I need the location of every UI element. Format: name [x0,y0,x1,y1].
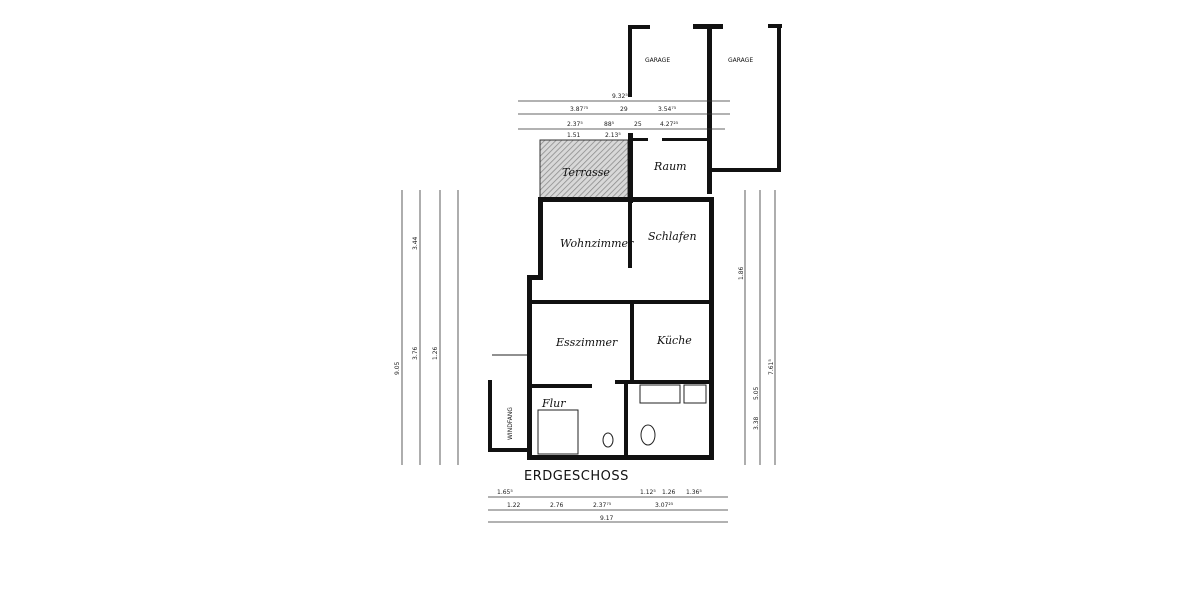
wohnzimmer-label: Wohnzimmer [560,237,634,250]
dimension-label: 2.13⁵ [605,132,621,139]
top-dimensions: 9.32⁵ 3.87⁷⁵ 29 3.54⁷⁵ 2.37⁵ 88⁵ 25 4.27… [518,93,730,139]
dimension-label: 1.51 [567,132,581,139]
house-walls [488,197,714,460]
schlafen-label: Schlafen [648,230,697,243]
dimension-label: 29 [620,106,628,113]
dimension-label: 3.54⁷⁵ [658,106,677,113]
dimension-label: 1.26 [662,489,676,496]
dimension-label: 25 [634,121,642,128]
dimension-label: 1.36⁵ [686,489,702,496]
garage-left: GARAGE [628,25,670,97]
dimension-label: 2.76 [550,502,564,509]
garage-right-label: GARAGE [728,57,753,64]
flur-label: Flur [541,397,566,410]
dimension-label: 88⁵ [604,121,615,128]
dimension-label: 5.05 [753,386,760,400]
dimension-label: 1.26 [432,346,439,360]
dimension-label: 2.37⁷⁵ [593,502,612,509]
dimension-label: 1.22 [507,502,521,509]
dimension-label: 4.27²⁵ [660,121,679,128]
dimension-label: 9.32⁵ [612,93,628,100]
dimension-label: 3.76 [412,346,419,360]
dimension-label: 7.61⁵ [768,359,775,375]
terrasse-label: Terrasse [562,166,610,179]
dimension-label: 1.12⁵ [640,489,656,496]
dimension-label: 2.37⁵ [567,121,583,128]
dimension-label: 3.44 [412,236,419,250]
dimension-label: 3.87⁷⁵ [570,106,589,113]
plan-title: ERDGESCHOSS [524,469,629,484]
dimension-label: 3.38 [753,416,760,430]
bottom-dimensions: 1.65⁵ 1.12⁵ 1.26 1.36⁵ 1.22 2.76 2.37⁷⁵ … [488,489,728,523]
dimension-label: 9.17 [600,515,614,522]
terrace-area [539,139,629,199]
windfang-label: WINDFANG [507,407,514,440]
kueche-label: Küche [656,334,692,347]
raum-label: Raum [653,160,687,173]
garage-right: GARAGE [693,24,782,194]
left-dimensions: 9.05 3.44 3.76 1.26 [394,190,459,465]
right-dimensions: 1.86 5.05 3.38 7.61⁵ [738,190,776,465]
garage-left-label: GARAGE [645,57,670,64]
dimension-label: 3.07²⁵ [655,502,674,509]
esszimmer-label: Esszimmer [555,336,618,349]
dimension-label: 1.86 [738,266,745,280]
dimension-label: 9.05 [394,361,401,375]
dimension-label: 1.65⁵ [497,489,513,496]
